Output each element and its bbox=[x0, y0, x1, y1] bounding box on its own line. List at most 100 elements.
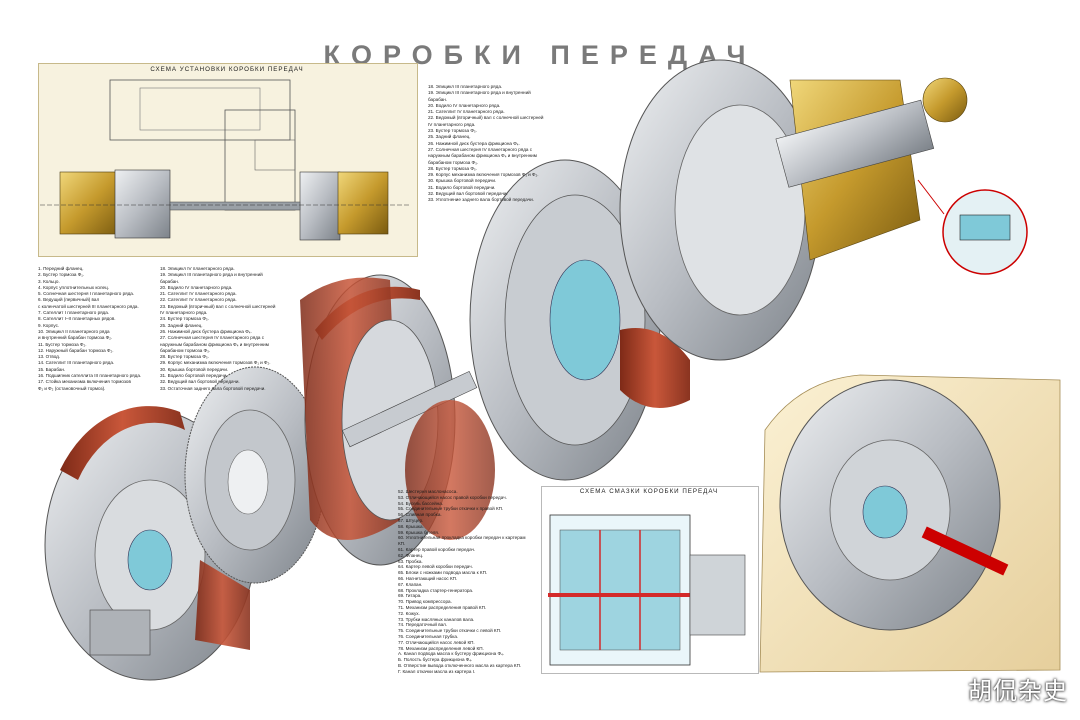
legend-item: В. Отверстие вывода отключенного масла и… bbox=[398, 662, 522, 668]
legend-item: IV планетарного ряда. bbox=[428, 121, 476, 127]
clutch-drum-1 bbox=[300, 274, 495, 566]
legend-item: 57. Штуцер. bbox=[398, 517, 424, 523]
legend-item: 2. Бустер тормоза Ф₁. bbox=[38, 272, 85, 278]
legend-item: 13. Отвод. bbox=[38, 354, 61, 360]
legend-item: 29. Корпус механизма включения тормозов … bbox=[160, 360, 271, 366]
legend-item: 11. Бустер тормоза Ф₂. bbox=[38, 341, 87, 347]
legend-item: 59. Крышка бугеля. bbox=[398, 529, 440, 535]
legend-item: и внутренний барабан тормоза Ф₂. bbox=[38, 335, 113, 341]
rear-housing bbox=[619, 59, 968, 361]
legend-item: 17. Стойка механизма включения тормозов bbox=[38, 379, 131, 385]
legend-item: 32. Ведущий вал бортовой передачи. bbox=[160, 379, 240, 385]
legend-item: 33. Остаточная заднего вала бортовой пер… bbox=[160, 385, 266, 391]
planetary-drum bbox=[469, 159, 690, 481]
legend-item: 23. Бустер тормоза Ф₃. bbox=[428, 128, 477, 134]
legend-item: 10. Эпицикл II планетарного ряда bbox=[38, 328, 110, 334]
legend-item: 33. Уплотнение заднего вала бортовой пер… bbox=[428, 197, 534, 203]
legend-item: 68. Прокладка стартер-генератора. bbox=[398, 587, 474, 593]
legend-item: барабан. bbox=[160, 278, 180, 284]
legend-item: 6. Ведущий (первичный) вал bbox=[38, 297, 100, 303]
legend-bottom: 52. Шестерня маслонасоса. 53. Отличающий… bbox=[398, 489, 538, 675]
legend-item: 19. Эпицикл III планетарного ряда и внут… bbox=[428, 90, 531, 96]
lube-scheme-caption: СХЕМА СМАЗКИ КОРОБКИ ПЕРЕДАЧ bbox=[579, 488, 719, 495]
legend-item: 71. Механизм распределения правой КП. bbox=[398, 604, 487, 610]
legend-item: с коленчатой шестерней III планетарного … bbox=[38, 303, 139, 309]
legend-item: 8. Сателлит I–II планетарных рядов. bbox=[38, 316, 116, 322]
legend-item: 24. Бустер тормоза Ф₃. bbox=[160, 316, 209, 322]
legend-item: 27. Солнечная шестерня IV планетарного р… bbox=[160, 335, 265, 341]
legend-item: КП. bbox=[398, 541, 406, 547]
legend-item: 53. Отличающийся насос правой коробки пе… bbox=[398, 494, 507, 500]
legend-item: 18. Эпицикл III планетарного ряда. bbox=[428, 84, 503, 89]
legend-item: 28. Бустер тормоза Ф₃. bbox=[428, 165, 477, 171]
legend-item: 25. Задний фланец. bbox=[428, 134, 471, 140]
legend-item: 31. Водило бортовой передачи. bbox=[160, 373, 228, 379]
legend-item: 3. Кольцо. bbox=[38, 278, 60, 284]
legend-item: 14. Сателлит III планетарного ряда. bbox=[38, 360, 115, 366]
legend-item: 63. Пробка. bbox=[398, 558, 423, 564]
legend-item: 15. Барабан. bbox=[38, 366, 66, 372]
legend-item: 60. Уплотнительная прокладка коробки пер… bbox=[398, 535, 526, 541]
legend-item: 52. Шестерня маслонасоса. bbox=[398, 489, 458, 494]
legend-item: Г. Канал откачки масла из картера I. bbox=[398, 668, 476, 674]
legend-item: 31. Водило бортовой передачи. bbox=[428, 184, 496, 190]
legend-item: 26. Нажимной диск бустера фрикциона Ф₄. bbox=[428, 140, 520, 146]
lube-scheme-drawing bbox=[548, 514, 746, 666]
legend-item: барабаном тормоза Ф₃. bbox=[160, 347, 211, 353]
legend-item: 25. Задний фланец. bbox=[160, 322, 203, 328]
legend-item: барабан. bbox=[428, 96, 448, 102]
legend-mid: 18. Эпицикл IV планетарного ряда. 19. Эп… bbox=[160, 266, 285, 392]
legend-item: 76. Соединительная трубка. bbox=[398, 633, 459, 639]
legend-item: 77. Отличающийся насос левой КП. bbox=[398, 639, 475, 645]
gear-disc bbox=[184, 366, 326, 584]
legend-item: 78. Механизм распределения левой КП. bbox=[398, 645, 484, 651]
legend-item: барабаном тормоза Ф₃. bbox=[428, 159, 479, 165]
legend-item: 62. Фланец. bbox=[398, 552, 424, 558]
legend-item: 1. Передний фланец. bbox=[38, 266, 84, 271]
legend-item: 18. Эпицикл IV планетарного ряда. bbox=[160, 266, 235, 271]
legend-left: 1. Передний фланец. 2. Бустер тормоза Ф₁… bbox=[38, 266, 158, 392]
legend-item: 29. Корпус механизма включения тормозов … bbox=[428, 172, 539, 178]
final-drive-cutaway bbox=[759, 374, 1061, 673]
legend-item: 75. Соединительные трубки откачки с лево… bbox=[398, 628, 502, 634]
legend-item: 7. Сателлит I планетарного ряда. bbox=[38, 310, 110, 316]
legend-item: 56. Сливная пробка. bbox=[398, 512, 442, 518]
legend-item: 22. Ведомый (вторичный) вал с солнечной … bbox=[428, 115, 544, 121]
legend-item: 65. Блоки с ножками подвода масла к КП. bbox=[398, 570, 488, 576]
legend-item: 9. Корпус. bbox=[38, 322, 60, 328]
legend-item: 22. Сателлит IV планетарного ряда. bbox=[160, 297, 237, 303]
legend-item: 66. Нагнетающий насос КП. bbox=[398, 575, 458, 581]
legend-item: 69. Гитара. bbox=[398, 593, 422, 599]
legend-item: 16. Подшипник сателлита III планетарного… bbox=[38, 373, 142, 379]
legend-item: 61. Картер правой коробки передач. bbox=[398, 546, 476, 552]
legend-item: A. Канал подвода масла к бустеру фрикцио… bbox=[398, 651, 505, 657]
legend-item: 30. Крышка бортовой передачи. bbox=[428, 178, 497, 184]
legend-item: Ф₁ и Ф₂ (остановочный тормоз). bbox=[38, 385, 106, 391]
legend-item: 28. Бустер тормоза Ф₃. bbox=[160, 354, 209, 360]
legend-item: наружным барабаном фрикциона Ф₄ и внутре… bbox=[160, 341, 269, 347]
legend-item: наружным барабаном фрикциона Ф₄ и внутре… bbox=[428, 153, 537, 159]
legend-item: 30. Крышка бортовой передачи. bbox=[160, 366, 229, 372]
legend-item: 4. Корпус уплотнительных колец. bbox=[38, 284, 109, 290]
legend-item: 21. Сателлит IV планетарного ряда. bbox=[160, 291, 237, 297]
legend-item: 23. Ведомый (вторичный) вал с солнечной … bbox=[160, 303, 276, 309]
legend-item: 58. Крышка. bbox=[398, 523, 424, 529]
legend-item: 54. Бусель бассейна. bbox=[398, 500, 444, 506]
legend-item: 20. Водило IV планетарного ряда. bbox=[428, 102, 501, 108]
legend-item: 64. Картер левой коробки передач. bbox=[398, 564, 473, 570]
legend-item: 74. Передаточный вал. bbox=[398, 622, 448, 628]
legend-item: 72. Кожух. bbox=[398, 610, 420, 616]
legend-item: 55. Соединительные трубки откачки к прав… bbox=[398, 506, 504, 512]
watermark: 胡侃杂史 bbox=[968, 677, 1068, 705]
legend-top: 18. Эпицикл III планетарного ряда. 19. Э… bbox=[428, 84, 568, 204]
legend-item: 19. Эпицикл III планетарного ряда и внут… bbox=[160, 272, 263, 278]
seal-detail-inset bbox=[917, 179, 1028, 275]
legend-item: Б. Полость бустера фрикциона Ф₄. bbox=[398, 657, 473, 663]
legend-item: IV планетарного ряда. bbox=[160, 310, 208, 316]
legend-item: 73. Трубки масляных каналов вала. bbox=[398, 616, 475, 622]
legend-item: 12. Наружный барабан тормоза Ф₂. bbox=[38, 347, 114, 353]
install-scheme-caption: СХЕМА УСТАНОВКИ КОРОБКИ ПЕРЕДАЧ bbox=[150, 66, 304, 73]
legend-item: 27. Солнечная шестерня IV планетарного р… bbox=[428, 146, 533, 152]
legend-item: 21. Сателлит IV планетарного ряда. bbox=[428, 109, 505, 115]
